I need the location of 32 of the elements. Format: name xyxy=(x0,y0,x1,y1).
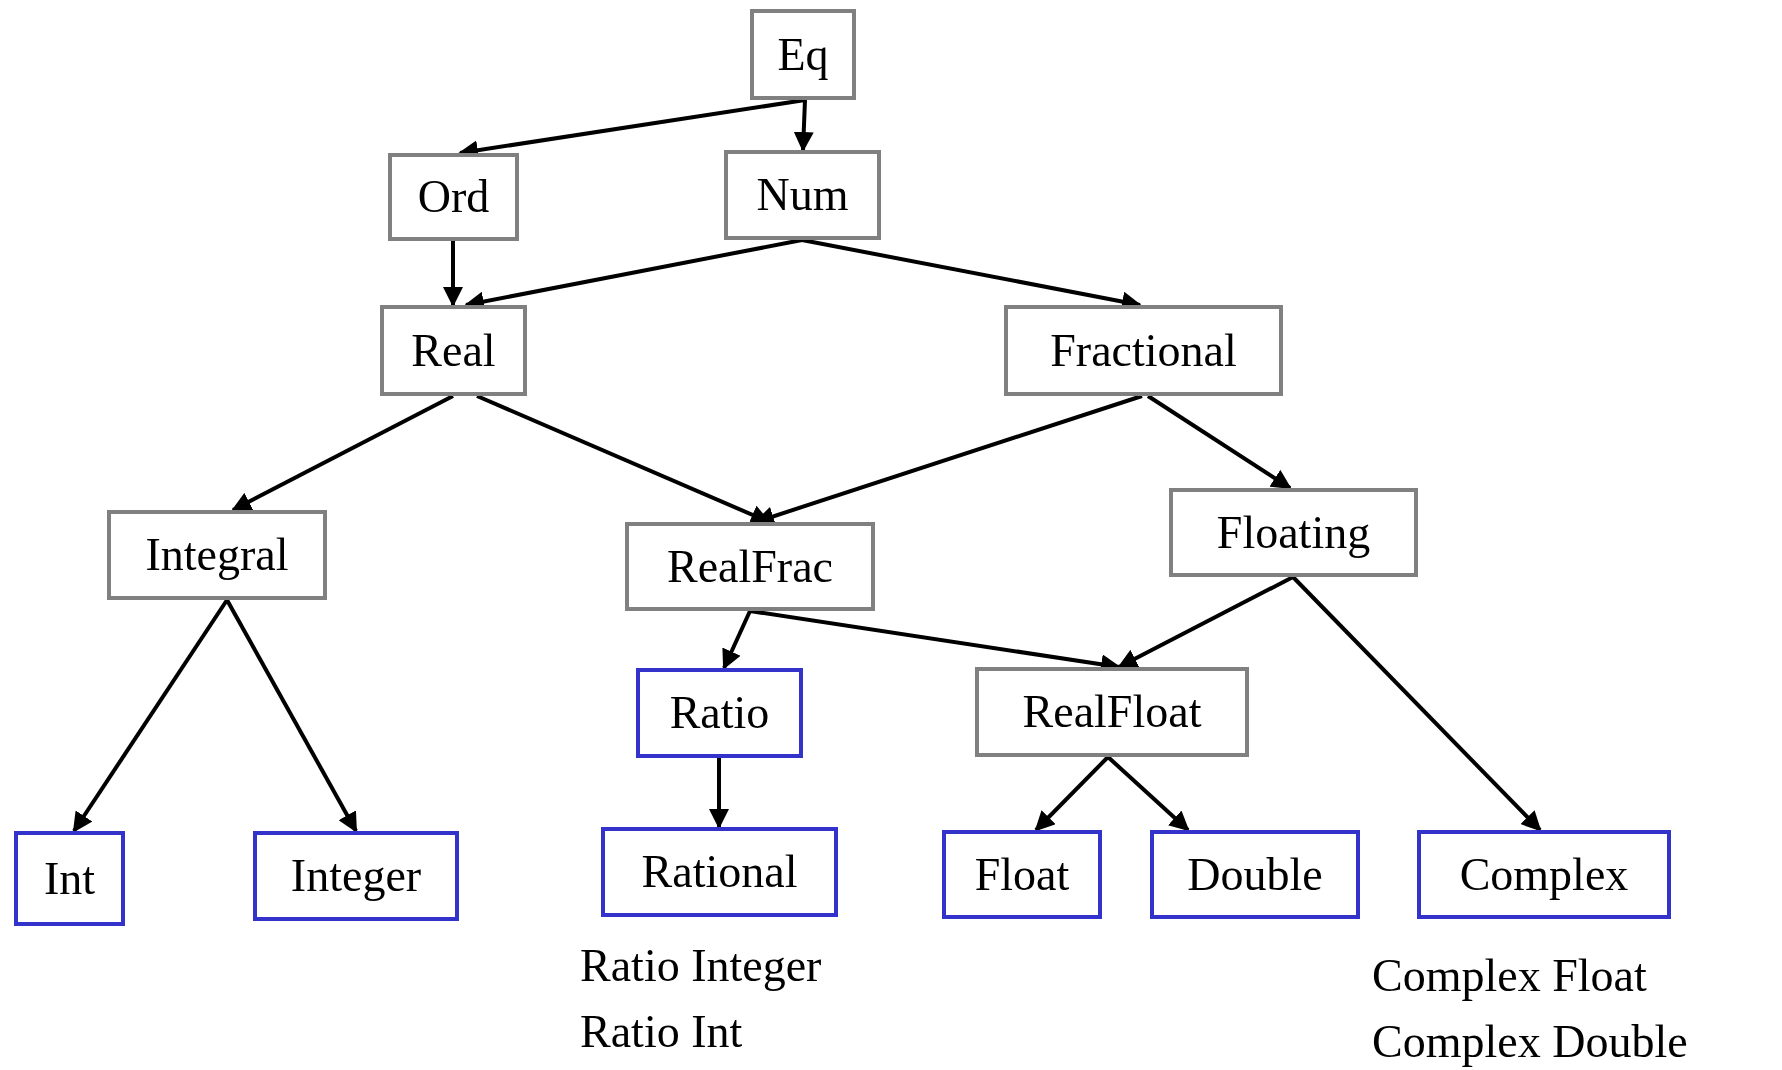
arrow xyxy=(793,99,814,152)
arrow xyxy=(1117,575,1294,669)
arrow xyxy=(709,758,729,829)
class-box: Real xyxy=(380,305,527,396)
type-instance-label: Ratio Int xyxy=(580,1009,743,1055)
arrow xyxy=(231,394,454,512)
type-box: Rational xyxy=(601,827,838,917)
type-box: Double xyxy=(1150,830,1360,919)
arrow xyxy=(1146,394,1292,490)
type-box: Complex xyxy=(1417,830,1671,919)
class-box: Floating xyxy=(1169,488,1418,577)
class-box: RealFrac xyxy=(625,522,875,611)
class-box: RealFloat xyxy=(975,667,1249,757)
type-instance-label: Complex Double xyxy=(1372,1019,1688,1065)
class-box: Fractional xyxy=(1004,305,1283,396)
arrow xyxy=(225,599,358,833)
arrow xyxy=(72,598,229,833)
type-box: Int xyxy=(14,831,125,926)
type-instance-label: Ratio Integer xyxy=(580,943,822,989)
arrow xyxy=(1034,755,1110,832)
arrow xyxy=(1291,575,1542,832)
type-instance-label: Complex Float xyxy=(1372,953,1647,999)
class-box: Ord xyxy=(388,153,519,241)
class-box: Integral xyxy=(107,510,327,600)
type-box: Float xyxy=(942,830,1102,919)
class-box: Num xyxy=(724,150,881,240)
type-box: Integer xyxy=(253,831,459,921)
type-box: Ratio xyxy=(636,668,803,758)
arrow xyxy=(443,241,463,307)
arrow xyxy=(722,610,752,670)
class-box: Eq xyxy=(750,9,856,100)
arrow xyxy=(1106,755,1190,832)
